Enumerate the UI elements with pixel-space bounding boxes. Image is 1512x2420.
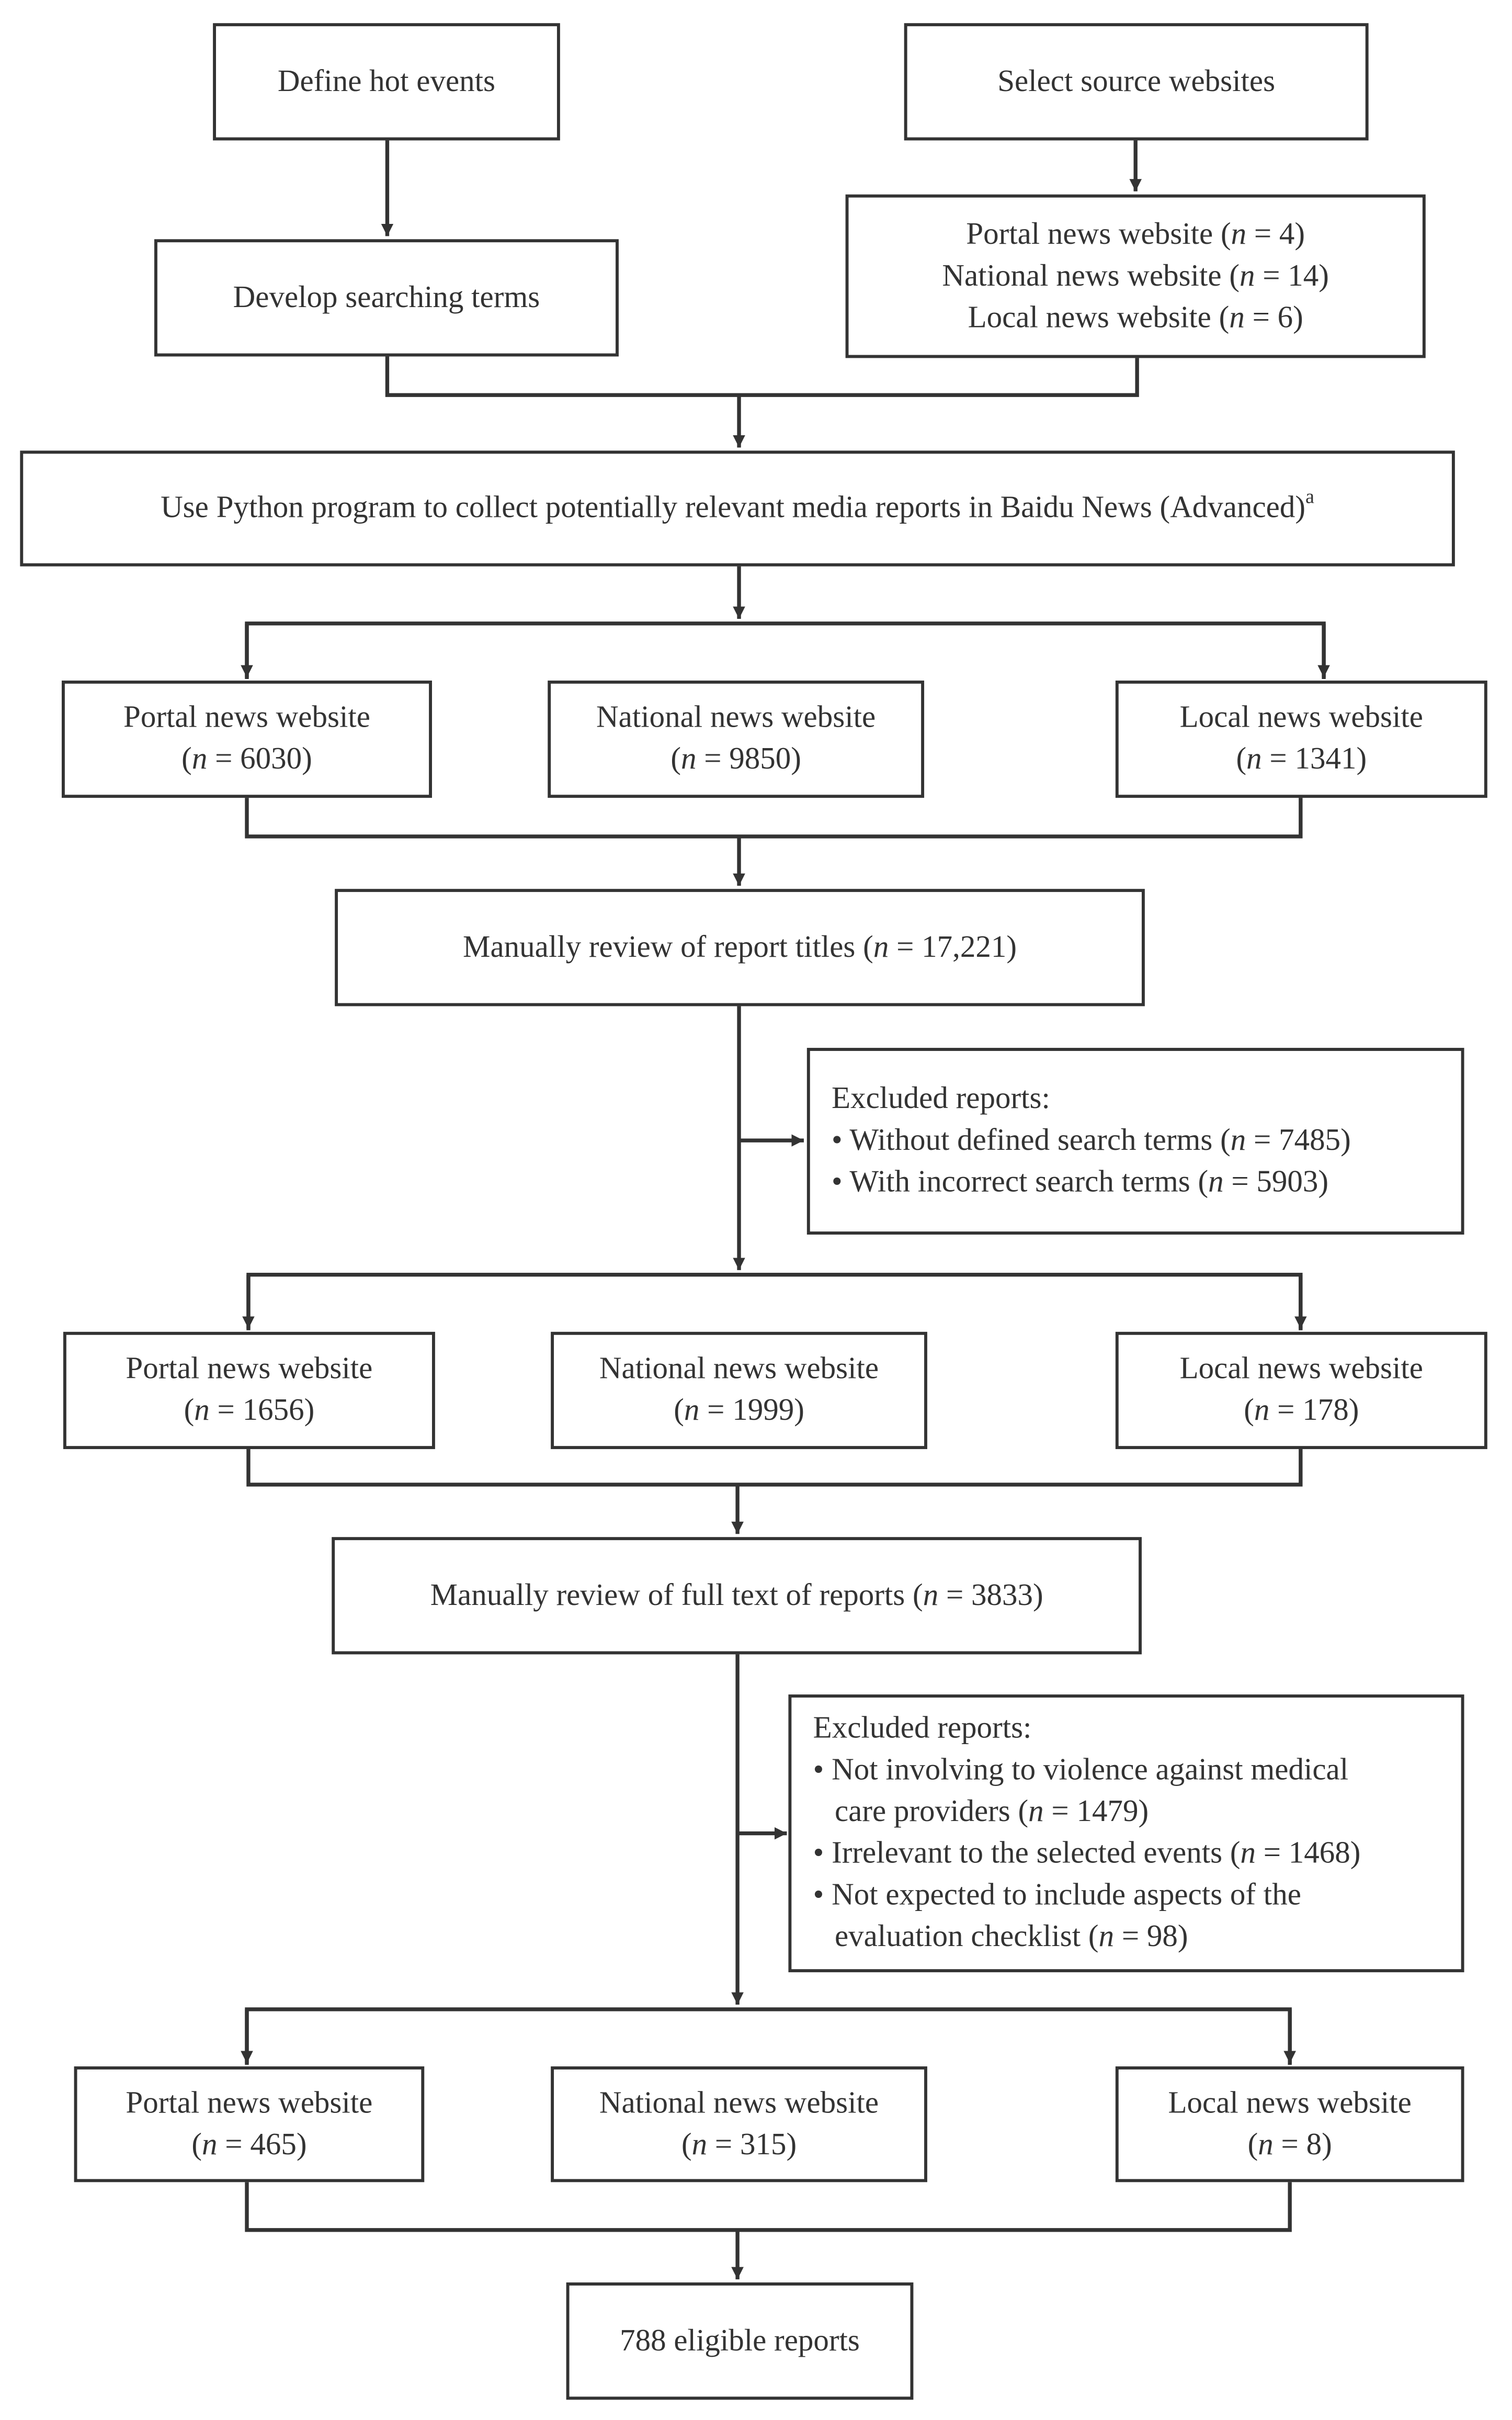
connector-top-join — [385, 355, 1139, 397]
final-eligible-box: 788 eligible reports — [566, 2282, 914, 2400]
stage2-portal-count: (n = 1656) — [184, 1393, 315, 1428]
stage3-national-box: National news website (n = 315) — [551, 2066, 927, 2182]
stage1-national-box: National news website (n = 9850) — [548, 680, 925, 798]
source-count-portal: Portal news website (n = 4) — [966, 217, 1305, 251]
connector-stage3-join — [245, 2180, 1292, 2232]
stage2-local-box: Local news website (n = 178) — [1115, 1331, 1487, 1450]
review-titles-text: Manually review of report titles (n = 17… — [463, 930, 1017, 964]
excluded2-box: Excluded reports: • Not involving to vio… — [788, 1694, 1464, 1973]
stage3-local-box: Local news website (n = 8) — [1115, 2066, 1464, 2182]
develop-search-terms-text: Develop searching terms — [233, 280, 540, 314]
stage3-portal-label: Portal news website — [126, 2085, 373, 2120]
stage1-national-label: National news website — [596, 700, 876, 735]
excluded2-item: • Not involving to violence against medi… — [813, 1753, 1349, 1788]
final-eligible-text: 788 eligible reports — [620, 2323, 860, 2358]
review-titles-box: Manually review of report titles (n = 17… — [335, 889, 1145, 1007]
develop-search-terms-box: Develop searching terms — [154, 239, 619, 357]
stage2-national-box: National news website (n = 1999) — [551, 1331, 927, 1450]
source-count-local: Local news website (n = 6) — [968, 300, 1303, 334]
source-count-national: National news website (n = 14) — [942, 258, 1329, 293]
excluded2-item-cont: evaluation checklist (n = 98) — [834, 1919, 1188, 1954]
stage2-national-count: (n = 1999) — [674, 1393, 804, 1428]
stage3-portal-count: (n = 465) — [191, 2127, 307, 2162]
stage1-national-count: (n = 9850) — [670, 742, 801, 776]
select-source-websites-box: Select source websites — [904, 23, 1369, 141]
stage2-portal-box: Portal news website (n = 1656) — [63, 1331, 435, 1450]
stage3-portal-box: Portal news website (n = 465) — [74, 2066, 425, 2182]
stage2-national-label: National news website — [599, 1352, 879, 1386]
stage1-local-label: Local news website — [1179, 700, 1423, 735]
stage3-national-count: (n = 315) — [681, 2127, 797, 2162]
excluded2-item: • Not expected to include aspects of the — [813, 1878, 1301, 1913]
connector-stage1-join — [245, 796, 1303, 839]
excluded2-item-cont: care providers (n = 1479) — [834, 1794, 1149, 1829]
excluded2-title: Excluded reports: — [813, 1711, 1032, 1746]
collect-reports-text: Use Python program to collect potentiall… — [161, 484, 1315, 525]
stage3-local-count: (n = 8) — [1247, 2127, 1332, 2162]
select-source-websites-text: Select source websites — [997, 64, 1276, 98]
connector-stage2-join — [246, 1448, 1303, 1487]
review-fulltext-text: Manually review of full text of reports … — [430, 1578, 1043, 1612]
stage1-local-box: Local news website (n = 1341) — [1115, 680, 1487, 798]
collect-reports-box: Use Python program to collect potentiall… — [20, 450, 1455, 567]
source-counts-box: Portal news website (n = 4) National new… — [845, 194, 1426, 358]
review-fulltext-box: Manually review of full text of reports … — [332, 1537, 1142, 1655]
excluded1-item: • Without defined search terms (n = 7485… — [832, 1123, 1351, 1158]
stage1-portal-box: Portal news website (n = 6030) — [62, 680, 432, 798]
stage1-portal-label: Portal news website — [123, 700, 370, 735]
define-hot-events-box: Define hot events — [213, 23, 560, 141]
stage3-national-label: National news website — [599, 2085, 879, 2120]
stage2-local-label: Local news website — [1179, 1352, 1423, 1386]
excluded2-item: • Irrelevant to the selected events (n =… — [813, 1836, 1361, 1871]
excluded1-title: Excluded reports: — [832, 1081, 1050, 1116]
stage1-local-count: (n = 1341) — [1236, 742, 1367, 776]
stage2-local-count: (n = 178) — [1244, 1393, 1359, 1428]
excluded1-box: Excluded reports: • Without defined sear… — [806, 1048, 1464, 1235]
define-hot-events-text: Define hot events — [277, 64, 496, 98]
stage3-local-label: Local news website — [1168, 2085, 1412, 2120]
footnote-marker: a — [1305, 484, 1315, 508]
stage1-portal-count: (n = 6030) — [181, 742, 312, 776]
stage2-portal-label: Portal news website — [126, 1352, 373, 1386]
excluded1-item: • With incorrect search terms (n = 5903) — [832, 1165, 1329, 1200]
